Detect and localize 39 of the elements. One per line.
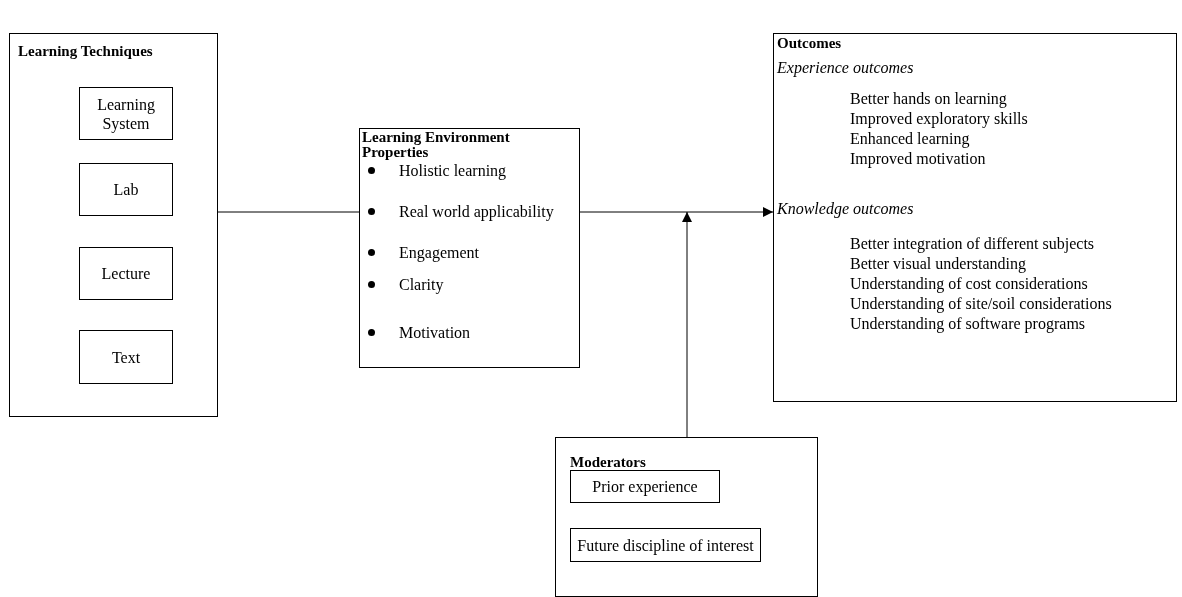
- group-box: [9, 33, 218, 417]
- bullet-item: Clarity: [399, 275, 444, 294]
- arrow: [579, 207, 774, 217]
- list-item: Understanding of cost considerations: [850, 274, 1088, 293]
- group-box: [773, 33, 1177, 402]
- list-item: Improved motivation: [850, 149, 986, 168]
- list-item: Enhanced learning: [850, 129, 970, 148]
- subheading: Knowledge outcomes: [777, 199, 914, 218]
- list-item: Understanding of software programs: [850, 314, 1086, 333]
- group-box: [555, 437, 818, 597]
- item-box: [570, 470, 720, 503]
- item-box: [79, 330, 173, 384]
- list-item: Better hands on learning: [850, 89, 1007, 108]
- heading: Learning Techniques: [18, 44, 153, 59]
- heading: Learning Environment Properties: [362, 130, 511, 160]
- list-item: Understanding of site/soil considerations: [850, 294, 1112, 313]
- box-label: Learning System: [96, 94, 156, 133]
- bullet-item: Holistic learning: [399, 161, 507, 180]
- bullet-item: Real world applicability: [399, 202, 554, 221]
- heading: Outcomes: [777, 36, 842, 51]
- heading: Moderators: [570, 455, 646, 470]
- box-label: Future discipline of interest: [577, 535, 754, 555]
- item-box: [79, 163, 173, 216]
- item-box: [570, 528, 761, 562]
- connector-line: [217, 211, 360, 213]
- item-box: [79, 87, 173, 140]
- bullet-item: Motivation: [399, 323, 471, 342]
- list-item: Better integration of different subjects: [850, 234, 1095, 253]
- box-label: Text: [111, 347, 141, 367]
- box-label: Prior experience: [592, 477, 698, 496]
- item-box: [79, 247, 173, 300]
- box-label: Lab: [113, 180, 139, 199]
- subheading: Experience outcomes: [777, 58, 914, 77]
- bullet-item: Engagement: [399, 243, 479, 262]
- arrow: [682, 211, 692, 438]
- group-box: [359, 128, 580, 368]
- list-item: Improved exploratory skills: [850, 109, 1028, 128]
- list-item: Better visual understanding: [850, 254, 1026, 273]
- box-label: Lecture: [101, 264, 151, 283]
